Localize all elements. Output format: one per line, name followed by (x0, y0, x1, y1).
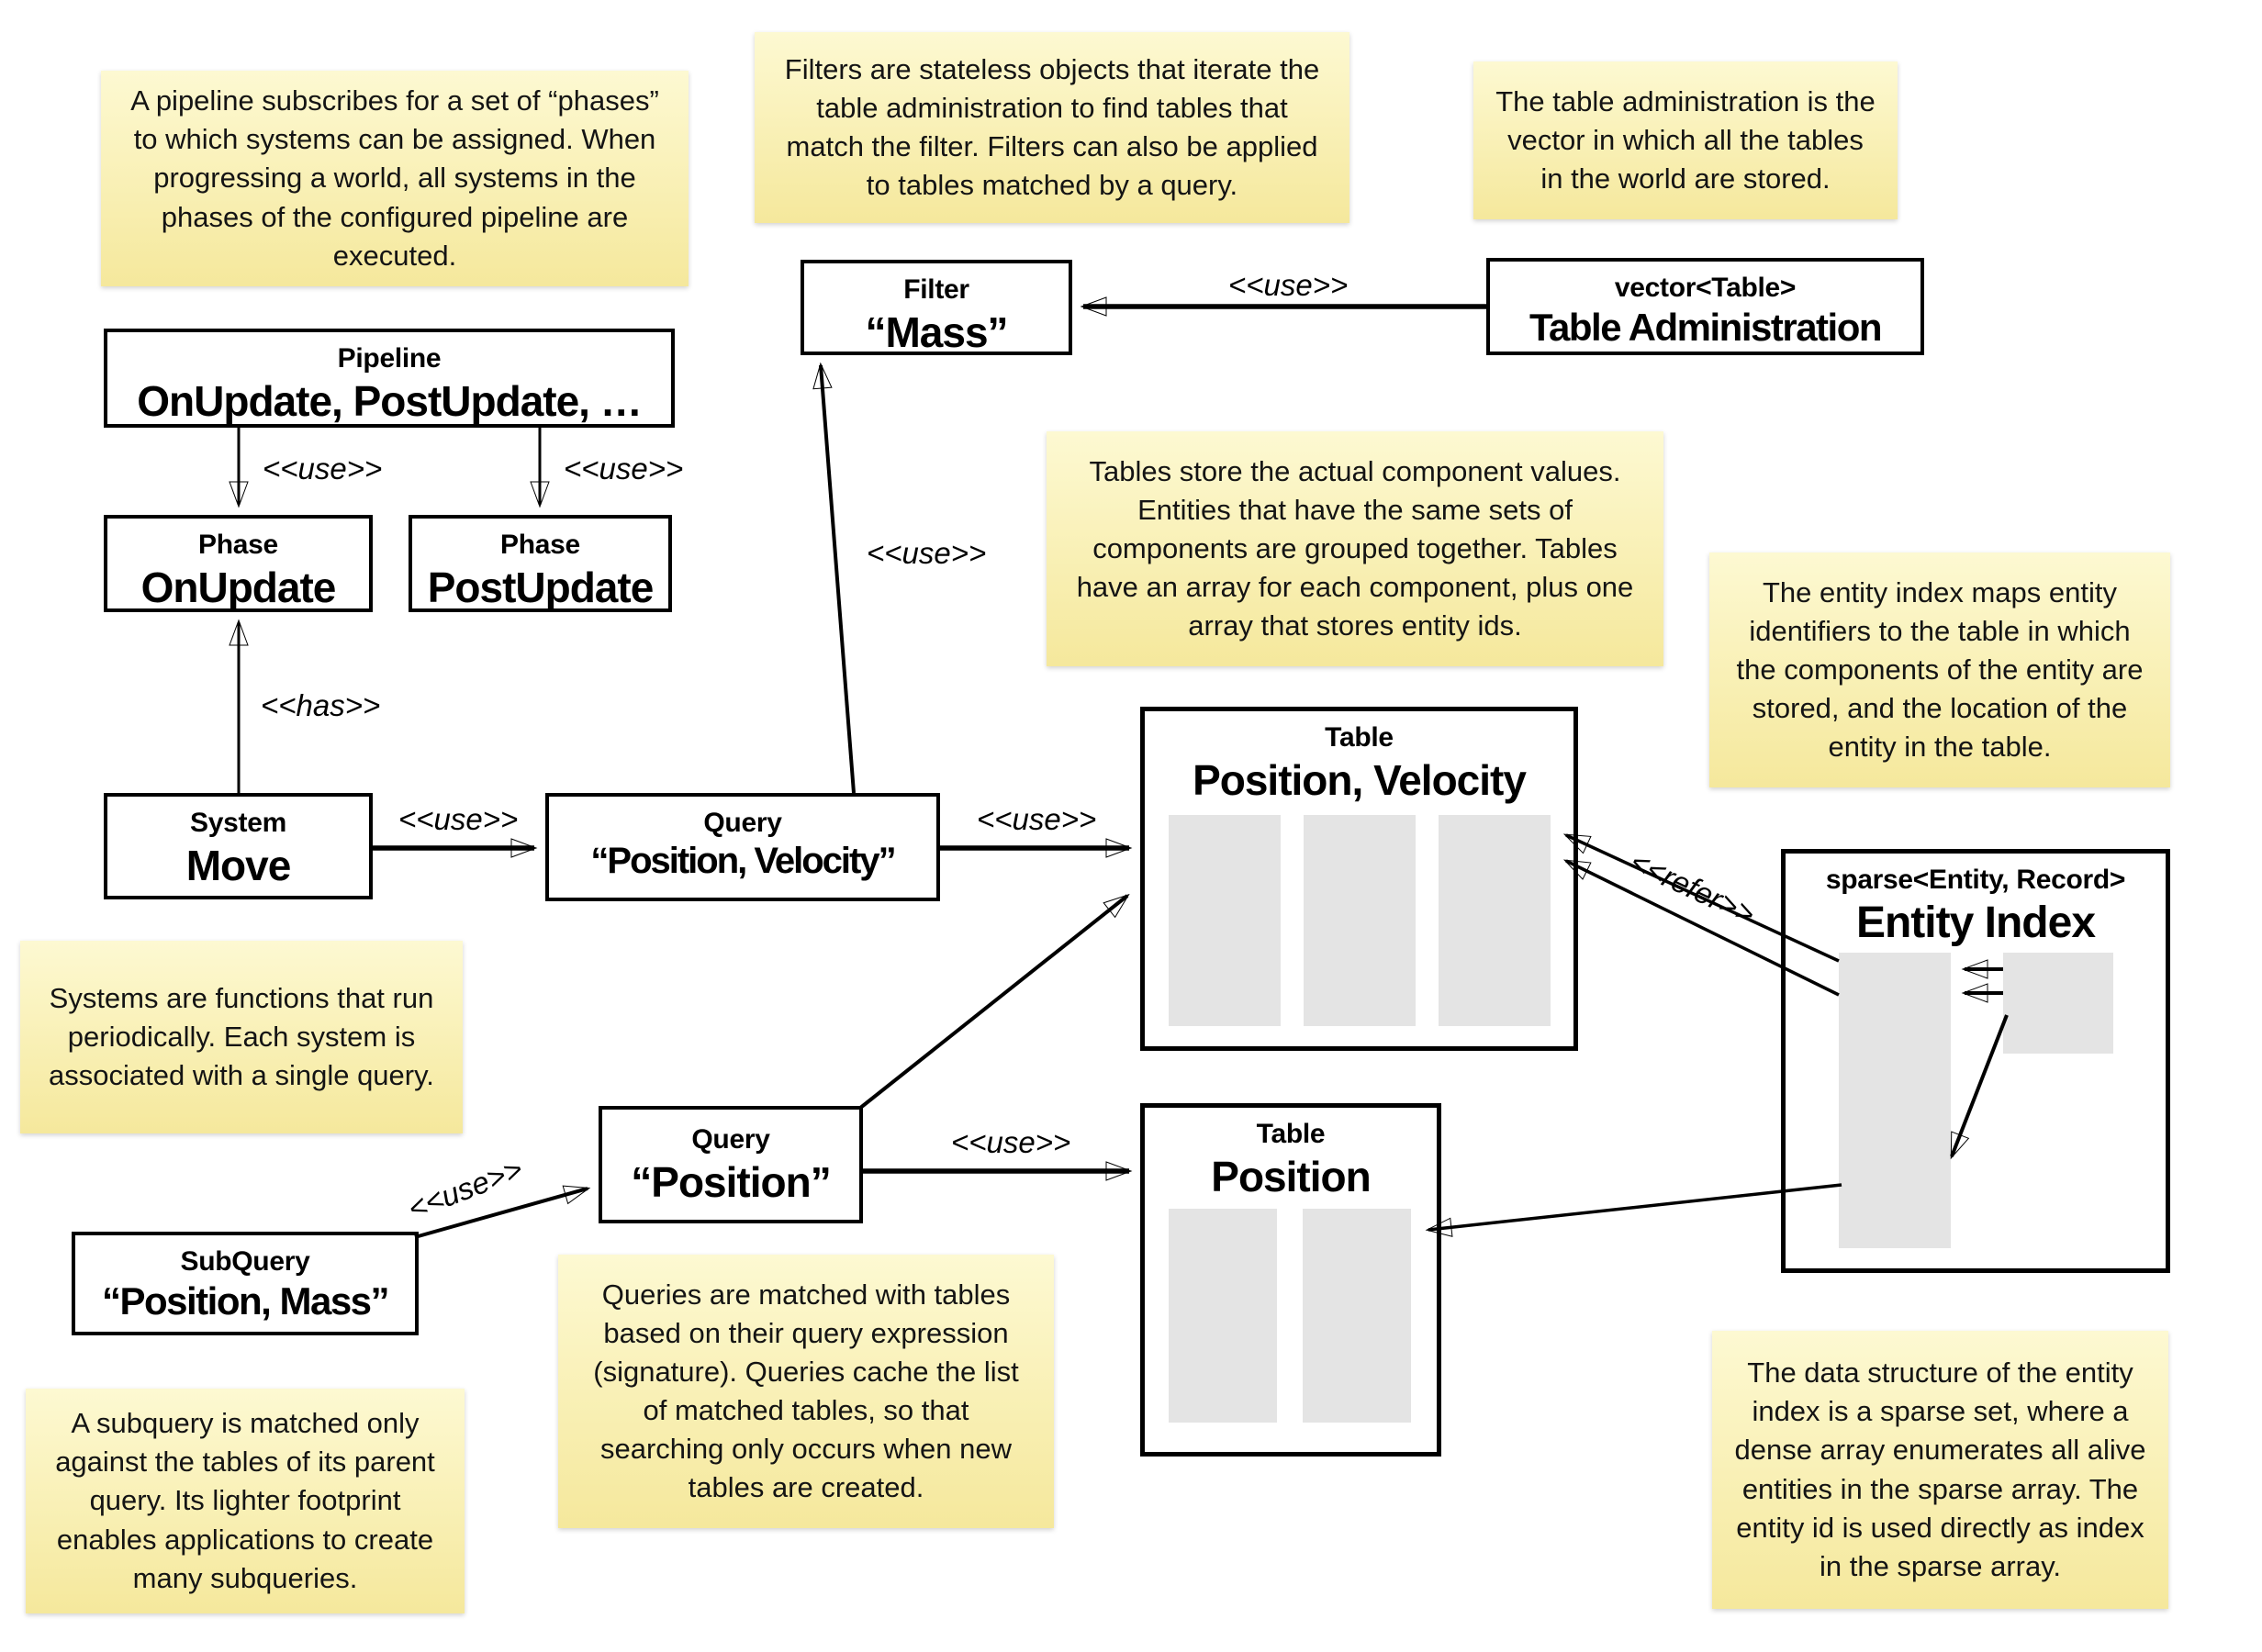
node-table-position-stereotype: Table (1256, 1119, 1326, 1149)
node-subquery-name: “Position, Mass” (101, 1279, 390, 1323)
node-pipeline-stereotype: Pipeline (337, 343, 442, 374)
table-position-column-2 (1303, 1209, 1411, 1423)
node-phase-onupdate-name: OnUpdate (140, 564, 337, 611)
note-queries-text: Queries are matched with tables based on… (593, 1278, 1019, 1504)
node-phase-onupdate: Phase OnUpdate (104, 515, 373, 612)
table-position-column-1 (1169, 1209, 1277, 1423)
note-subquery: A subquery is matched only against the t… (26, 1389, 465, 1613)
note-entity-index: The entity index maps entity identifiers… (1709, 553, 2170, 787)
note-queries: Queries are matched with tables based on… (558, 1255, 1054, 1528)
note-systems: Systems are functions that run periodica… (20, 941, 463, 1133)
node-entity-index-stereotype: sparse<Entity, Record> (1825, 865, 2126, 895)
edge-label-refer-entity-table: <<refer>> (1625, 843, 1761, 932)
edge-label-use-query-filter: <<use>> (867, 536, 987, 570)
edge-label-use-query-tablepv: <<use>> (977, 802, 1097, 836)
note-tables-text: Tables store the actual component values… (1076, 454, 1634, 642)
note-systems-text: Systems are functions that run periodica… (49, 981, 434, 1092)
table-pv-column-2 (1304, 815, 1416, 1026)
node-table-administration-stereotype: vector<Table> (1614, 273, 1797, 303)
edge-label-use-querypos-tablepos: <<use>> (951, 1125, 1071, 1159)
node-filter-mass-stereotype: Filter (903, 274, 969, 305)
table-pv-column-3 (1439, 815, 1551, 1026)
note-entity-index-text: The entity index maps entity identifiers… (1736, 575, 2144, 764)
edge-label-has-system-phase: <<has>> (261, 688, 381, 722)
note-filters: Filters are stateless objects that itera… (755, 32, 1349, 223)
node-table-administration: vector<Table> Table Administration (1486, 258, 1924, 355)
node-query-position-name: “Position” (631, 1158, 831, 1206)
edge-label-use-subquery-query: <<use>> (403, 1151, 528, 1226)
node-query-position: Query “Position” (599, 1106, 863, 1223)
node-table-position-velocity-name: Position, Velocity (1193, 756, 1527, 804)
connector-entity-to-table-pos (1425, 1183, 1842, 1237)
entity-index-sparse-array (1839, 953, 1951, 1248)
node-query-position-stereotype: Query (691, 1124, 770, 1155)
node-query-position-velocity-name: “Position, Velocity” (590, 841, 896, 881)
note-filters-text: Filters are stateless objects that itera… (784, 52, 1320, 202)
note-sparse-set: The data structure of the entity index i… (1712, 1331, 2168, 1609)
edge-label-use-system-query: <<use>> (398, 802, 519, 836)
node-phase-onupdate-stereotype: Phase (198, 530, 278, 560)
node-query-position-velocity-stereotype: Query (703, 808, 782, 838)
entity-index-dense-array (2003, 953, 2113, 1054)
node-phase-postupdate-stereotype: Phase (500, 530, 580, 560)
node-phase-postupdate: Phase PostUpdate (409, 515, 672, 612)
node-pipeline-name: OnUpdate, PostUpdate, … (137, 377, 642, 425)
node-subquery-stereotype: SubQuery (180, 1246, 310, 1277)
node-filter-mass: Filter “Mass” (801, 260, 1072, 356)
edge-label-use-pipeline-postupdate: <<use>> (564, 452, 684, 486)
node-query-position-velocity: Query “Position, Velocity” (545, 793, 940, 901)
node-filter-mass-name: “Mass” (865, 308, 1008, 356)
edge-label-use-admin-filter: <<use>> (1228, 268, 1349, 302)
node-table-position-velocity-stereotype: Table (1325, 722, 1394, 753)
node-system-move-name: Move (185, 842, 292, 889)
note-sparse-set-text: The data structure of the entity index i… (1734, 1356, 2146, 1582)
note-table-admin-text: The table administration is the vector i… (1495, 84, 1876, 195)
edge-label-use-pipeline-onupdate: <<use>> (263, 452, 383, 486)
node-system-move-stereotype: System (190, 808, 286, 838)
note-pipeline: A pipeline subscribes for a set of “phas… (101, 71, 689, 286)
connector-query-to-filter (812, 362, 856, 794)
node-entity-index-name: Entity Index (1855, 899, 2096, 947)
node-phase-postupdate-name: PostUpdate (427, 564, 655, 611)
note-table-admin: The table administration is the vector i… (1473, 61, 1898, 219)
node-subquery: SubQuery “Position, Mass” (72, 1232, 419, 1335)
connector-querypos-to-table-pv (857, 893, 1130, 1111)
node-system-move: System Move (104, 793, 373, 899)
node-table-administration-name: Table Administration (1529, 306, 1883, 349)
table-pv-column-1 (1169, 815, 1281, 1026)
note-tables: Tables store the actual component values… (1047, 431, 1663, 666)
note-subquery-text: A subquery is matched only against the t… (55, 1407, 435, 1594)
node-pipeline: Pipeline OnUpdate, PostUpdate, … (104, 329, 675, 428)
node-table-position-name: Position (1211, 1153, 1371, 1200)
note-pipeline-text: A pipeline subscribes for a set of “phas… (130, 84, 659, 272)
